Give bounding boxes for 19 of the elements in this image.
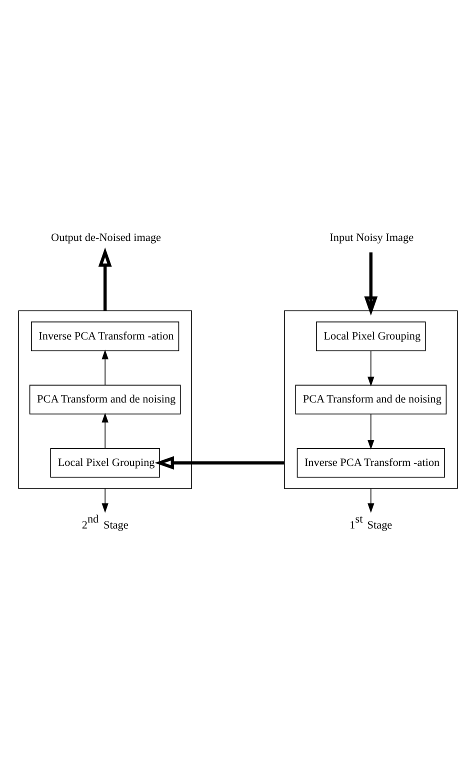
arrow [101,488,108,513]
node-box: Inverse PCA Transform -ation [30,322,179,352]
arrow [364,252,378,316]
arrow [98,248,112,311]
node-box: Local Pixel Grouping [316,322,426,352]
arrow [367,488,374,513]
arrow [154,456,284,470]
node-text: Output de-Noised image [50,232,161,244]
arrow [101,412,108,449]
arrow [367,350,374,386]
node-box: PCA Transform and de noising [28,384,180,414]
node-text: Input Noisy Image [329,232,414,244]
node-box: Inverse PCA Transform -ation [296,448,444,478]
arrow [367,414,374,450]
arrow [101,350,108,386]
node-box: Local Pixel Grouping [50,448,160,478]
cluster [284,310,458,489]
cluster [18,310,192,489]
node-box: PCA Transform and de noising [294,384,446,414]
